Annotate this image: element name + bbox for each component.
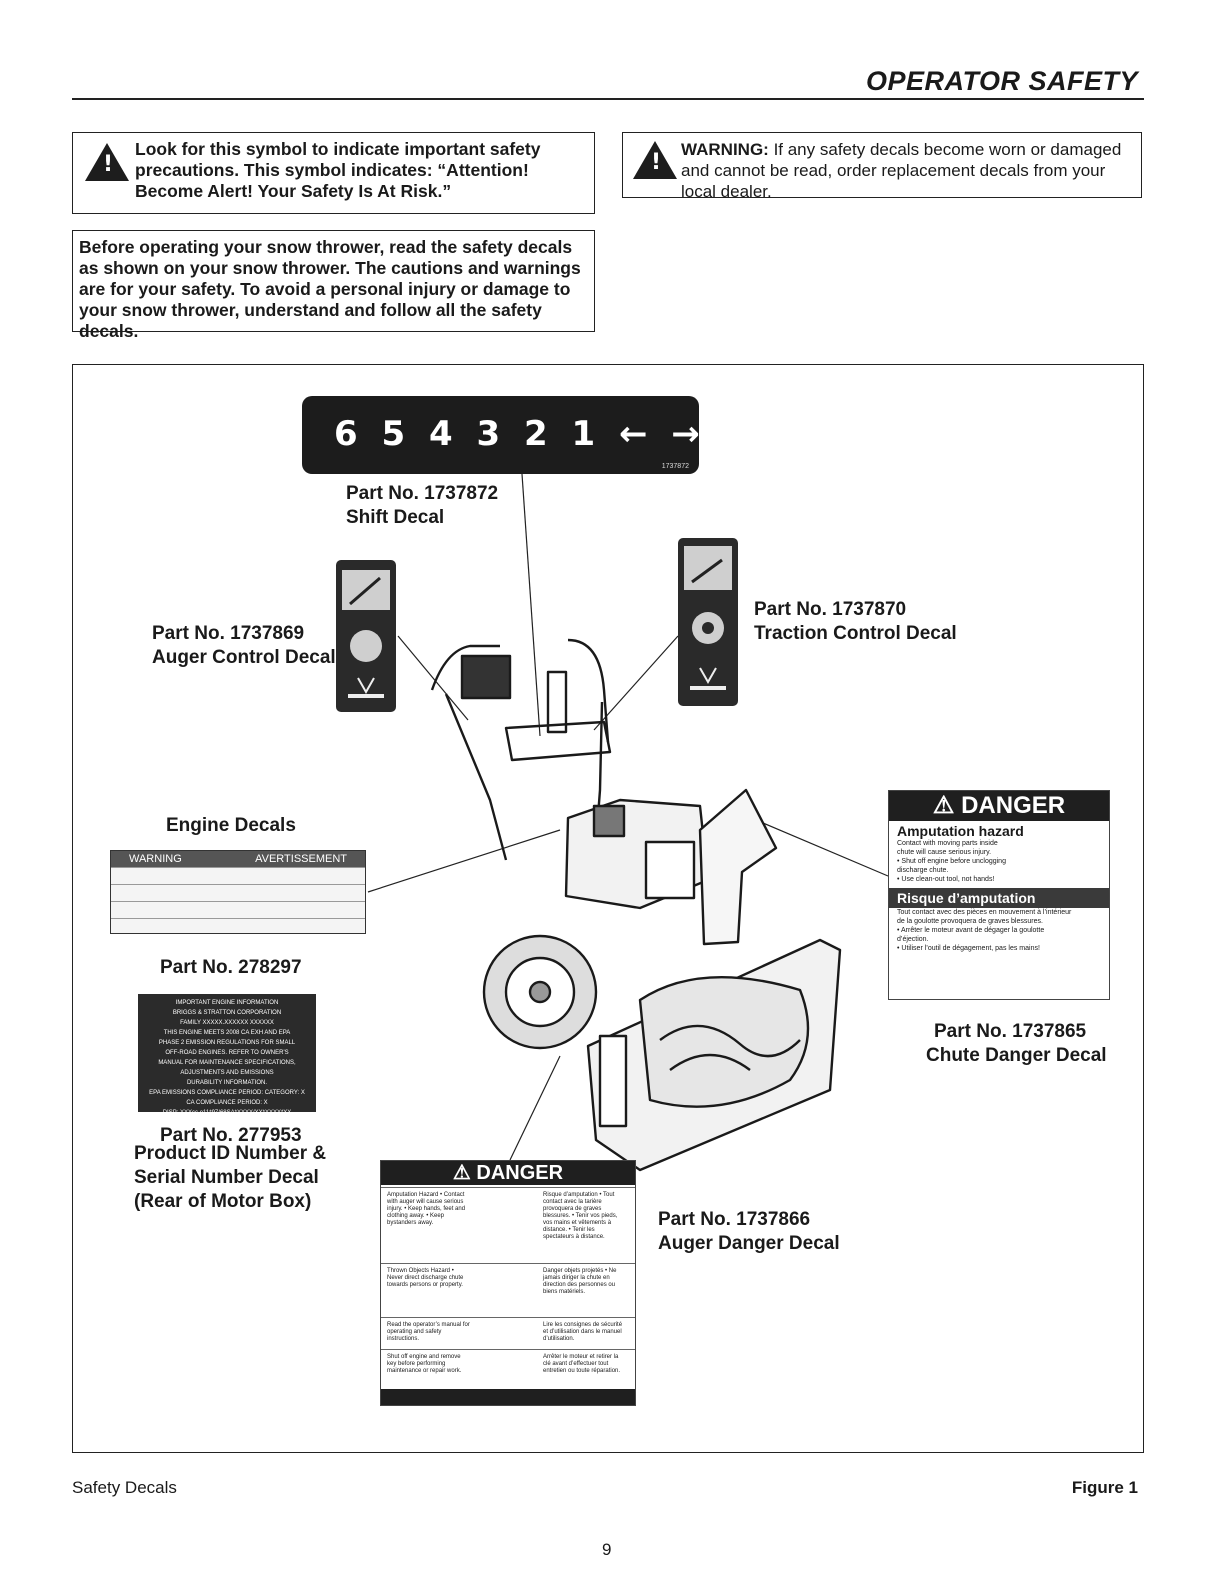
emission-line: IMPORTANT ENGINE INFORMATION [138,998,316,1008]
page-number: 9 [602,1540,611,1560]
engine-housing [646,842,694,898]
chute-fr-line: • Arrêter le moteur avant de dégager la … [889,926,1109,935]
emission-line: DURABILITY INFORMATION. [138,1078,316,1088]
auger-danger-decal: ⚠ DANGER Amputation Hazard • Contact wit… [380,1160,636,1406]
auger-danger-row: Shut off engine and remove key before pe… [381,1349,635,1390]
auger-danger-row: Amputation Hazard • Contact with auger w… [381,1187,635,1262]
product-id-line: (Rear of Motor Box) [134,1190,311,1214]
engine-warning-right: AVERTISSEMENT [255,851,347,867]
emission-line: THIS ENGINE MEETS 2008 CA EXH AND EPA [138,1028,316,1038]
chute-en-title: Amputation hazard [889,821,1109,839]
emission-line: BRIGGS & STRATTON CORPORATION [138,1008,316,1018]
chute-en-line: chute will cause serious injury. [889,848,1109,857]
emission-decal: IMPORTANT ENGINE INFORMATION BRIGGS & ST… [138,994,316,1112]
product-id-line: Product ID Number & [134,1142,326,1166]
chute-fr-line: Tout contact avec des pièces en mouvemen… [889,908,1109,917]
auger-danger-en: Thrown Objects Hazard • Never direct dis… [387,1268,471,1289]
auger-control-part: Part No. 1737869 [152,622,304,646]
traction-control-name: Traction Control Decal [754,622,957,646]
control-box [462,656,510,698]
left-wheel-hub [530,982,550,1002]
skid-shoe [600,1036,626,1126]
left-handle-arm [446,694,506,860]
auger-danger-en: Read the operator’s manual for operating… [387,1322,471,1343]
emission-line: FAMILY XXXXX.XXXXXX XXXXXX [138,1018,316,1028]
auger-danger-name: Auger Danger Decal [658,1232,840,1256]
auger-danger-fr: Arrêter le moteur et retirer la clé avan… [543,1354,627,1375]
chute-en-line: Contact with moving parts inside [889,839,1109,848]
chute-danger-part: Part No. 1737865 [934,1020,1086,1044]
emission-line: DISP: XXXcc e11*97/68SA*XXXX/XX*XXXX*XX [138,1108,316,1118]
discharge-chute [700,790,776,944]
shift-lever [548,672,566,732]
shift-decal-text: 6 5 4 3 2 1 ← → R1 R2 [334,414,865,454]
shift-decal: 6 5 4 3 2 1 ← → R1 R2 1737872 [302,396,699,474]
auger-danger-fr: Risque d’amputation • Tout contact avec … [543,1192,627,1241]
auger-danger-en: Amputation Hazard • Contact with auger w… [387,1192,471,1227]
chute-fr-line: d’éjection. [889,935,1109,944]
emission-line: PHASE 2 EMISSION REGULATIONS FOR SMALL [138,1038,316,1048]
auger-danger-row: Read the operator’s manual for operating… [381,1317,635,1348]
auger-control-leader-line [398,636,468,720]
emission-line: EPA EMISSIONS COMPLIANCE PERIOD: CATEGOR… [138,1088,316,1098]
auger-danger-fr: Danger objets projetés • Ne jamais dirig… [543,1268,627,1296]
danger-heading: ⚠ DANGER [381,1161,635,1185]
engine-decals-heading: Engine Decals [166,814,296,838]
auger-danger-leader-line [510,1056,560,1160]
product-id-line: Serial Number Decal [134,1166,319,1190]
auger-control-icon [336,560,396,712]
emission-line: ADJUSTMENTS AND EMISSIONS [138,1068,316,1078]
auger-danger-row: Thrown Objects Hazard • Never direct dis… [381,1263,635,1316]
emission-line: CA COMPLIANCE PERIOD: X [138,1098,316,1108]
emission-line: MANUAL FOR MAINTENANCE SPECIFICATIONS, [138,1058,316,1068]
engine-decal-leader-line [368,830,560,892]
shift-decal-number: 1737872 [662,463,689,470]
danger-heading-text: DANGER [476,1162,563,1184]
control-panel [506,722,610,760]
chute-danger-decal: ⚠ DANGER Amputation hazard Contact with … [888,790,1110,1000]
chute-en-line: • Use clean-out tool, not hands! [889,875,1109,884]
auger-control-name: Auger Control Decal [152,646,336,670]
shift-decal-part: Part No. 1737872 [346,482,498,506]
chute-en-line: • Shut off engine before unclogging [889,857,1109,866]
engine-warning-left: WARNING [129,851,182,867]
chute-danger-name: Chute Danger Decal [926,1044,1107,1068]
fuel-cap [594,806,624,836]
chute-fr-title: Risque d’amputation [889,888,1109,908]
traction-control-icon [678,538,738,706]
traction-control-decal [678,538,738,706]
engine-warning-decal: WARNING AVERTISSEMENT [110,850,366,934]
auger-danger-part: Part No. 1737866 [658,1208,810,1232]
engine-warning-part: Part No. 278297 [160,956,302,980]
shift-leader-line [522,474,540,736]
emission-line: OFF-ROAD ENGINES. REFER TO OWNER'S [138,1048,316,1058]
danger-heading-text: DANGER [961,792,1065,819]
auger-danger-footer-bar [381,1389,635,1405]
chute-fr-line: de la goulotte provoquera de graves bles… [889,917,1109,926]
chute-en-line: discharge chute. [889,866,1109,875]
traction-control-part: Part No. 1737870 [754,598,906,622]
footer-section-name: Safety Decals [72,1478,177,1498]
danger-heading: ⚠ DANGER [889,791,1109,821]
auger-danger-fr: Lire les consignes de sécurité et d’util… [543,1322,627,1343]
shift-decal-name: Shift Decal [346,506,444,530]
chute-fr-line: • Utiliser l’outil de dégagement, pas le… [889,944,1109,953]
auger-danger-en: Shut off engine and remove key before pe… [387,1354,471,1375]
footer-figure-label: Figure 1 [1072,1478,1138,1498]
auger-control-decal [336,560,396,712]
